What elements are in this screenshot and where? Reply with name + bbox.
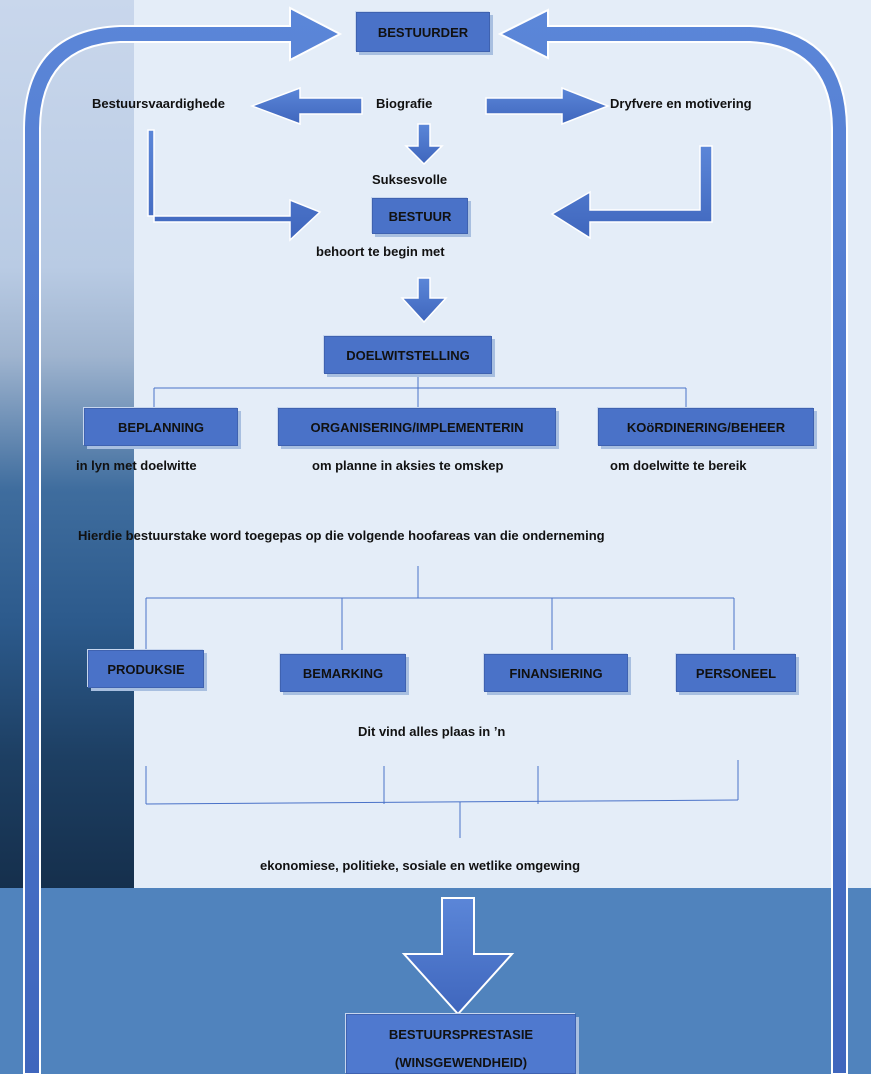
- input-biography-label: Biografie: [376, 96, 433, 111]
- bestuur-box: BESTUUR: [372, 198, 468, 234]
- task-planning-box: BEPLANNING: [84, 408, 238, 446]
- arrow-biografie-down: [404, 123, 444, 166]
- arrow-skills-to-management: [147, 129, 322, 242]
- task-coordination-box: KOöRDINERING/BEHEER: [598, 408, 814, 446]
- result-subtitle: (WINSGEWENDHEID): [394, 1055, 528, 1070]
- environment-tree: [145, 760, 739, 838]
- result-title: BESTUURSPRESTASIE: [388, 1027, 534, 1042]
- task-coordination-caption: om doelwitte te bereik: [610, 458, 747, 473]
- task-organising-box: ORGANISERING/IMPLEMENTERIN: [278, 408, 556, 446]
- loop-arrow-right: [497, 8, 848, 1074]
- arrow-to-result: [401, 897, 515, 1016]
- environment-text: ekonomiese, politieke, sosiale en wetlik…: [260, 858, 581, 873]
- arrow-biografie-right: [485, 86, 611, 126]
- arrow-to-goals: [400, 277, 448, 324]
- task-organising-caption: om planne in aksies te omskep: [312, 458, 504, 473]
- starts-with-label: behoort te begin met: [316, 244, 445, 259]
- bestuurder-box: BESTUURDER: [356, 12, 490, 52]
- loop-arrow-left: [23, 6, 343, 1074]
- area-personnel-box: PERSONEEL: [676, 654, 796, 692]
- doelwitstelling-box: DOELWITSTELLING: [324, 336, 492, 374]
- area-marketing-box: BEMARKING: [280, 654, 406, 692]
- success-label: Suksesvolle: [372, 172, 448, 187]
- areas-tree: [145, 566, 735, 650]
- arrow-motivation-to-management: [550, 145, 713, 240]
- area-finance-box: FINANSIERING: [484, 654, 628, 692]
- task-planning-caption: in lyn met doelwitte: [76, 458, 197, 473]
- diagram-panel-edge: [856, 0, 871, 890]
- applied-text: Hierdie bestuurstake word toegepas op di…: [78, 528, 605, 543]
- input-skills-label: Bestuursvaardighede: [92, 96, 225, 111]
- input-motivation-label: Dryfvere en motivering: [610, 96, 752, 111]
- result-box: BESTUURSPRESTASIE (WINSGEWENDHEID): [346, 1014, 576, 1074]
- tasks-tree: [153, 374, 687, 408]
- arrow-biografie-left: [249, 86, 363, 126]
- area-production-box: PRODUKSIE: [88, 650, 204, 688]
- environment-intro: Dit vind alles plaas in ’n: [358, 724, 506, 739]
